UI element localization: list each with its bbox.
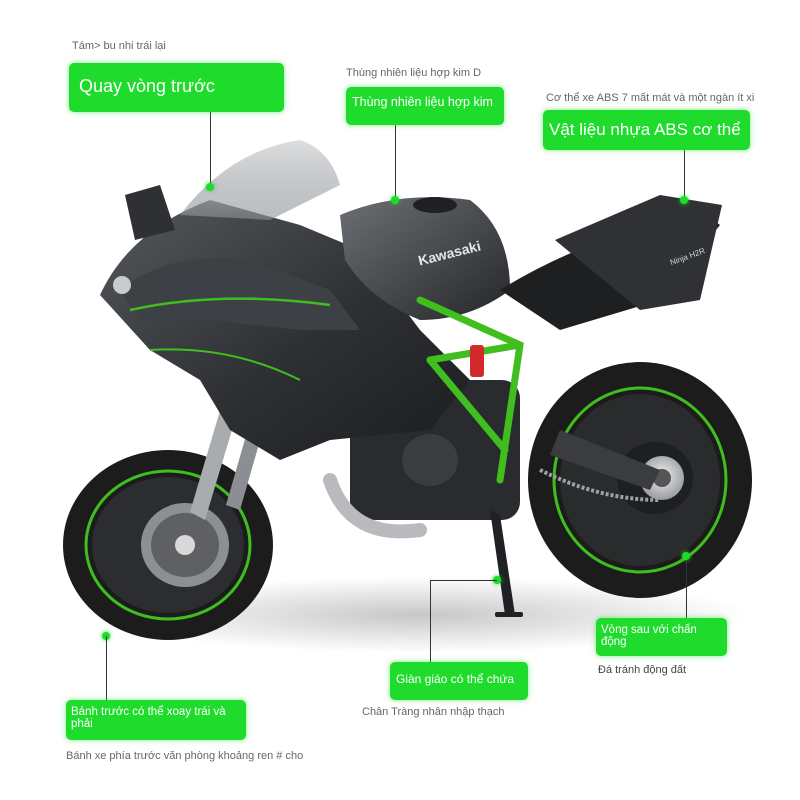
label-front-wheel: Bánh trước có thể xoay trái và phải <box>66 700 246 740</box>
front-wheel <box>63 450 273 640</box>
fairing-green-stripe <box>129 297 331 312</box>
caption-fuel-tank: Thùng nhiên liệu hợp kim D <box>346 67 482 79</box>
kickstand <box>490 510 515 615</box>
caption-rear-wheel: Đá tránh động đất <box>598 664 687 676</box>
leader-kickstand-v <box>430 580 431 662</box>
dot-rear-wheel <box>682 552 690 560</box>
rear-shock <box>470 345 484 377</box>
dot-abs-body <box>680 196 688 204</box>
label-rear-wheel: Vòng sau với chấn động <box>596 618 727 656</box>
label-kickstand: Giàn giáo có thể chứa <box>390 662 528 700</box>
fuel-cap <box>413 197 457 213</box>
dot-front-turn <box>206 183 214 191</box>
caption-front-wheel: Bánh xe phía trước văn phòng khoảng ren … <box>66 750 304 762</box>
leader-front-wheel <box>106 636 107 702</box>
windshield <box>180 140 340 220</box>
leader-fuel-tank <box>395 125 396 200</box>
kickstand-foot <box>495 612 523 617</box>
caption-top-left: Tám> bu nhi trái lại <box>72 40 166 52</box>
fairing-carbon <box>120 258 360 330</box>
caption-abs-body: Cơ thể xe ABS 7 mất mát và một ngàn ít x… <box>546 92 755 104</box>
fuel-tank <box>340 197 510 320</box>
leader-rear-wheel <box>686 556 687 622</box>
tail-section <box>555 195 722 310</box>
label-abs-body: Vật liệu nhựa ABS cơ thể <box>543 110 750 150</box>
swingarm <box>550 430 660 490</box>
leader-kickstand-h <box>430 580 497 581</box>
label-fuel-tank: Thùng nhiên liệu hợp kim <box>346 87 504 125</box>
river-mark-emblem <box>113 276 131 294</box>
dot-kickstand <box>493 576 501 584</box>
mirror-wing <box>125 185 175 240</box>
leader-front-turn <box>210 112 211 187</box>
fairing-green-stripe-2 <box>149 348 301 381</box>
label-front-turn: Quay vòng trước <box>69 63 284 112</box>
leader-abs-body <box>684 150 685 200</box>
drive-chain <box>539 468 661 502</box>
caption-kickstand: Chân Tràng nhân nhập thạch <box>362 706 505 718</box>
dot-fuel-tank <box>391 196 399 204</box>
